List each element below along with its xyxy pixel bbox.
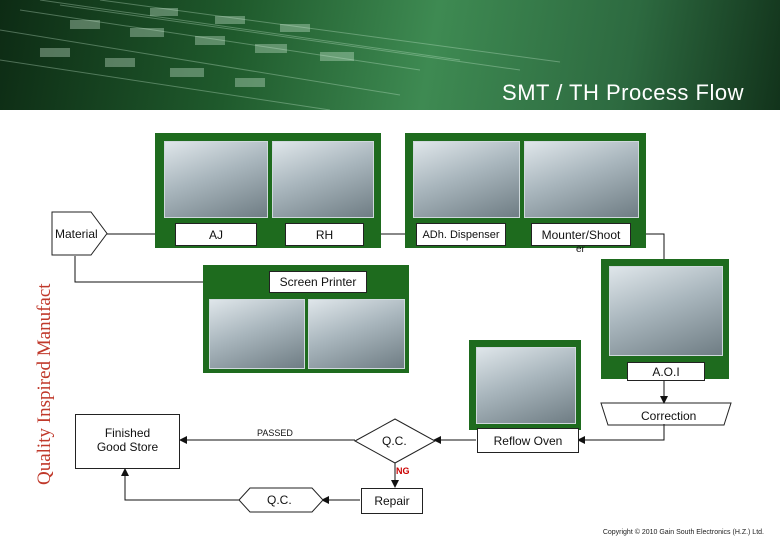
adh-dispenser-box: ADh. Dispenser: [416, 223, 506, 246]
side-slogan: Quality Inspired Manufact: [33, 113, 55, 488]
aoi-photo-panel: [601, 259, 729, 379]
aj-machine-photo: [164, 141, 268, 218]
screen-printer-box: Screen Printer: [269, 271, 367, 293]
dispenser-machine-photo: [413, 141, 520, 218]
reflow-oven-photo-panel: [469, 340, 581, 430]
material-label: Material: [55, 227, 98, 241]
reflow-oven-photo: [476, 347, 576, 424]
circuit-board-image: [0, 0, 561, 110]
screen-printer-photo-panel: [203, 265, 409, 373]
side-slogan-text: Quality Inspired Manufact: [34, 283, 55, 485]
mounter-shooter-box: Mounter/Shoot: [531, 223, 631, 246]
screen-printer-photo-1: [209, 299, 305, 369]
qc-final-label: Q.C.: [267, 493, 292, 507]
mounter-machine-photo: [524, 141, 639, 218]
ng-label: NG: [396, 466, 410, 476]
rh-box: RH: [285, 223, 364, 246]
rh-machine-photo: [272, 141, 374, 218]
correction-node: [600, 402, 732, 426]
screen-printer-photo-2: [308, 299, 405, 369]
aj-box: AJ: [175, 223, 257, 246]
passed-label: PASSED: [257, 428, 293, 438]
finished-good-store-label: Finished Good Store: [96, 426, 159, 454]
copyright-notice: Copyright © 2010 Gain South Electronics …: [602, 529, 764, 536]
material-node: Material: [51, 211, 108, 256]
page-title: SMT / TH Process Flow: [502, 80, 744, 105]
qc-main-node: Q.C.: [354, 418, 436, 464]
qc-final-node: Q.C.: [238, 487, 324, 513]
aoi-machine-photo: [609, 266, 723, 356]
correction-label: Correction: [641, 409, 697, 423]
reflow-oven-box: Reflow Oven: [477, 428, 579, 453]
mounter-shooter-suffix: er: [576, 244, 585, 255]
qc-main-label: Q.C.: [382, 434, 407, 448]
aoi-box: A.O.I: [627, 362, 705, 381]
repair-box: Repair: [361, 488, 423, 514]
finished-good-store-box: Finished Good Store: [75, 414, 180, 469]
header-banner: SMT / TH Process Flow: [0, 0, 780, 110]
